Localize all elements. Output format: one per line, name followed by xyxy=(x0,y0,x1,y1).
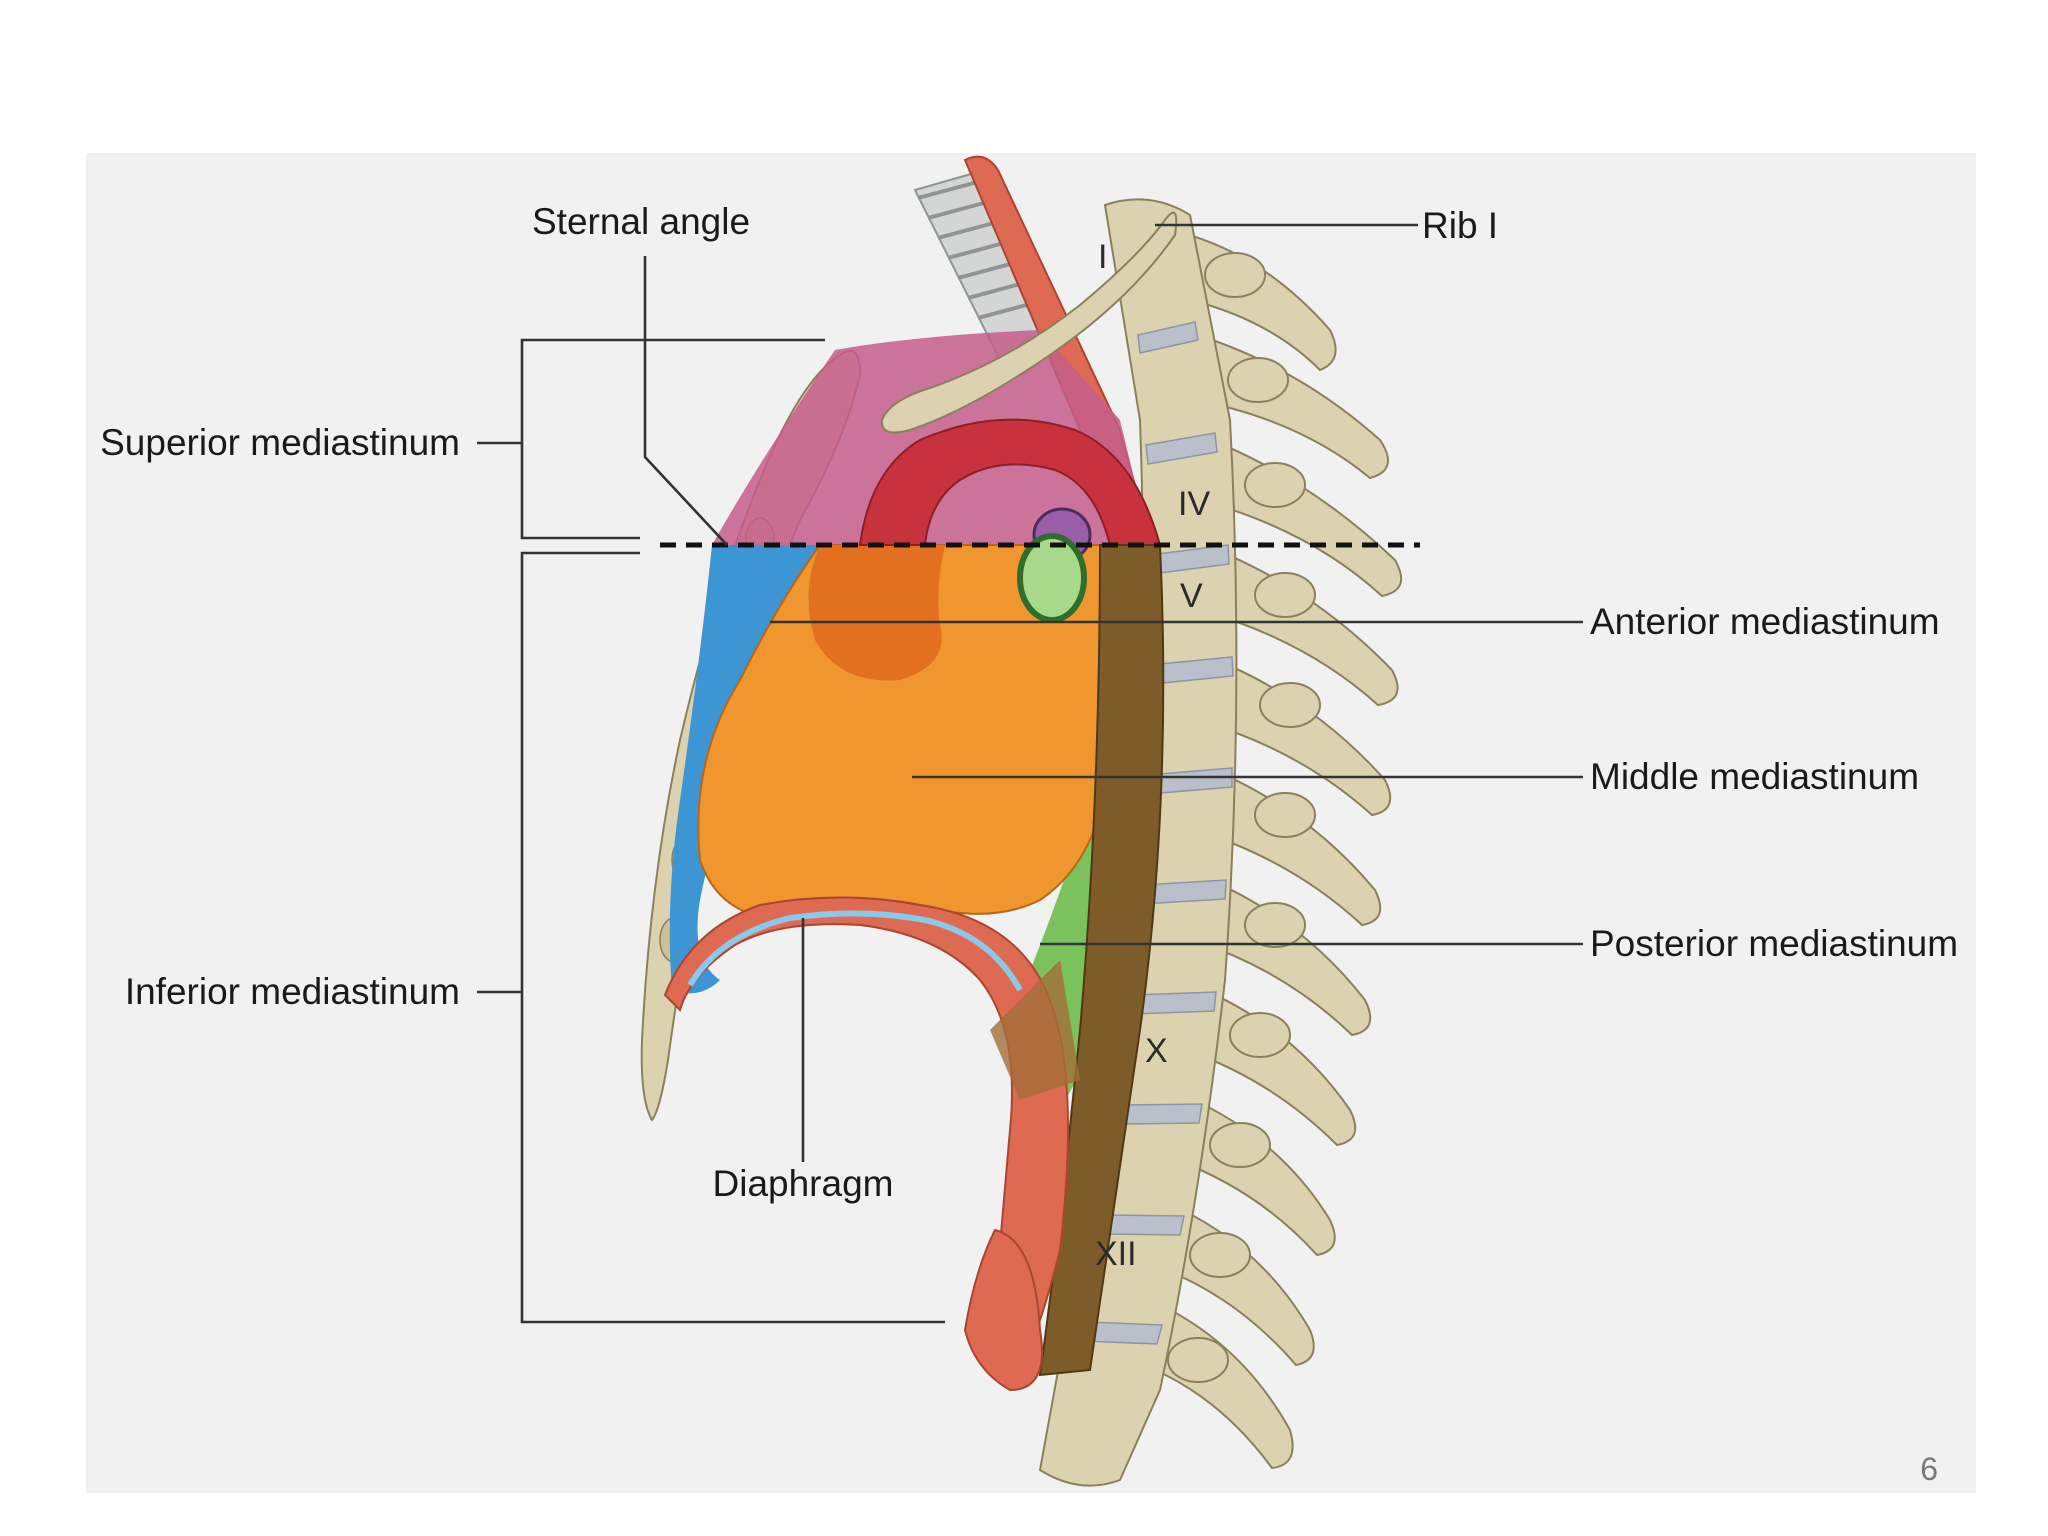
sternal-angle-leader xyxy=(643,256,728,546)
inferior-bracket xyxy=(520,551,945,1324)
descending-aorta xyxy=(1038,544,1165,1377)
crus-muscle-fibres xyxy=(990,960,1080,1100)
leader-lines xyxy=(477,223,1583,1324)
aortic-arch xyxy=(858,418,1162,546)
vertebra-label-iv: IV xyxy=(1178,485,1210,523)
intervertebral-discs xyxy=(1082,321,1234,1345)
label-anterior-mediastinum: Anterior mediastinum xyxy=(1590,601,1940,642)
vertebra-label-x: X xyxy=(1145,1032,1168,1070)
label-posterior-mediastinum: Posterior mediastinum xyxy=(1590,923,1958,964)
articular-processes xyxy=(1167,252,1321,1383)
right-auricle xyxy=(808,545,945,681)
anterior-mediastinum-region xyxy=(669,545,830,994)
slide-number: 6 xyxy=(1920,1451,1938,1487)
label-rib-i: Rib I xyxy=(1422,205,1498,246)
label-superior-mediastinum: Superior mediastinum xyxy=(100,422,460,463)
vertebra-label-xii: XII xyxy=(1095,1235,1137,1273)
diaphragm-crus xyxy=(963,1228,1043,1392)
label-inferior-mediastinum: Inferior mediastinum xyxy=(125,971,460,1012)
label-diaphragm: Diaphragm xyxy=(713,1163,894,1204)
rib-i xyxy=(880,211,1178,434)
superior-bracket xyxy=(520,338,825,540)
left-main-bronchus xyxy=(1017,533,1087,623)
diaphragm-pleura xyxy=(687,910,1023,992)
vertebra-label-i: I xyxy=(1098,238,1107,276)
label-sternal-angle: Sternal angle xyxy=(532,201,750,242)
vertebra-label-v: V xyxy=(1180,577,1203,615)
label-middle-mediastinum: Middle mediastinum xyxy=(1590,756,1919,797)
spinous-processes xyxy=(1148,228,1403,1470)
